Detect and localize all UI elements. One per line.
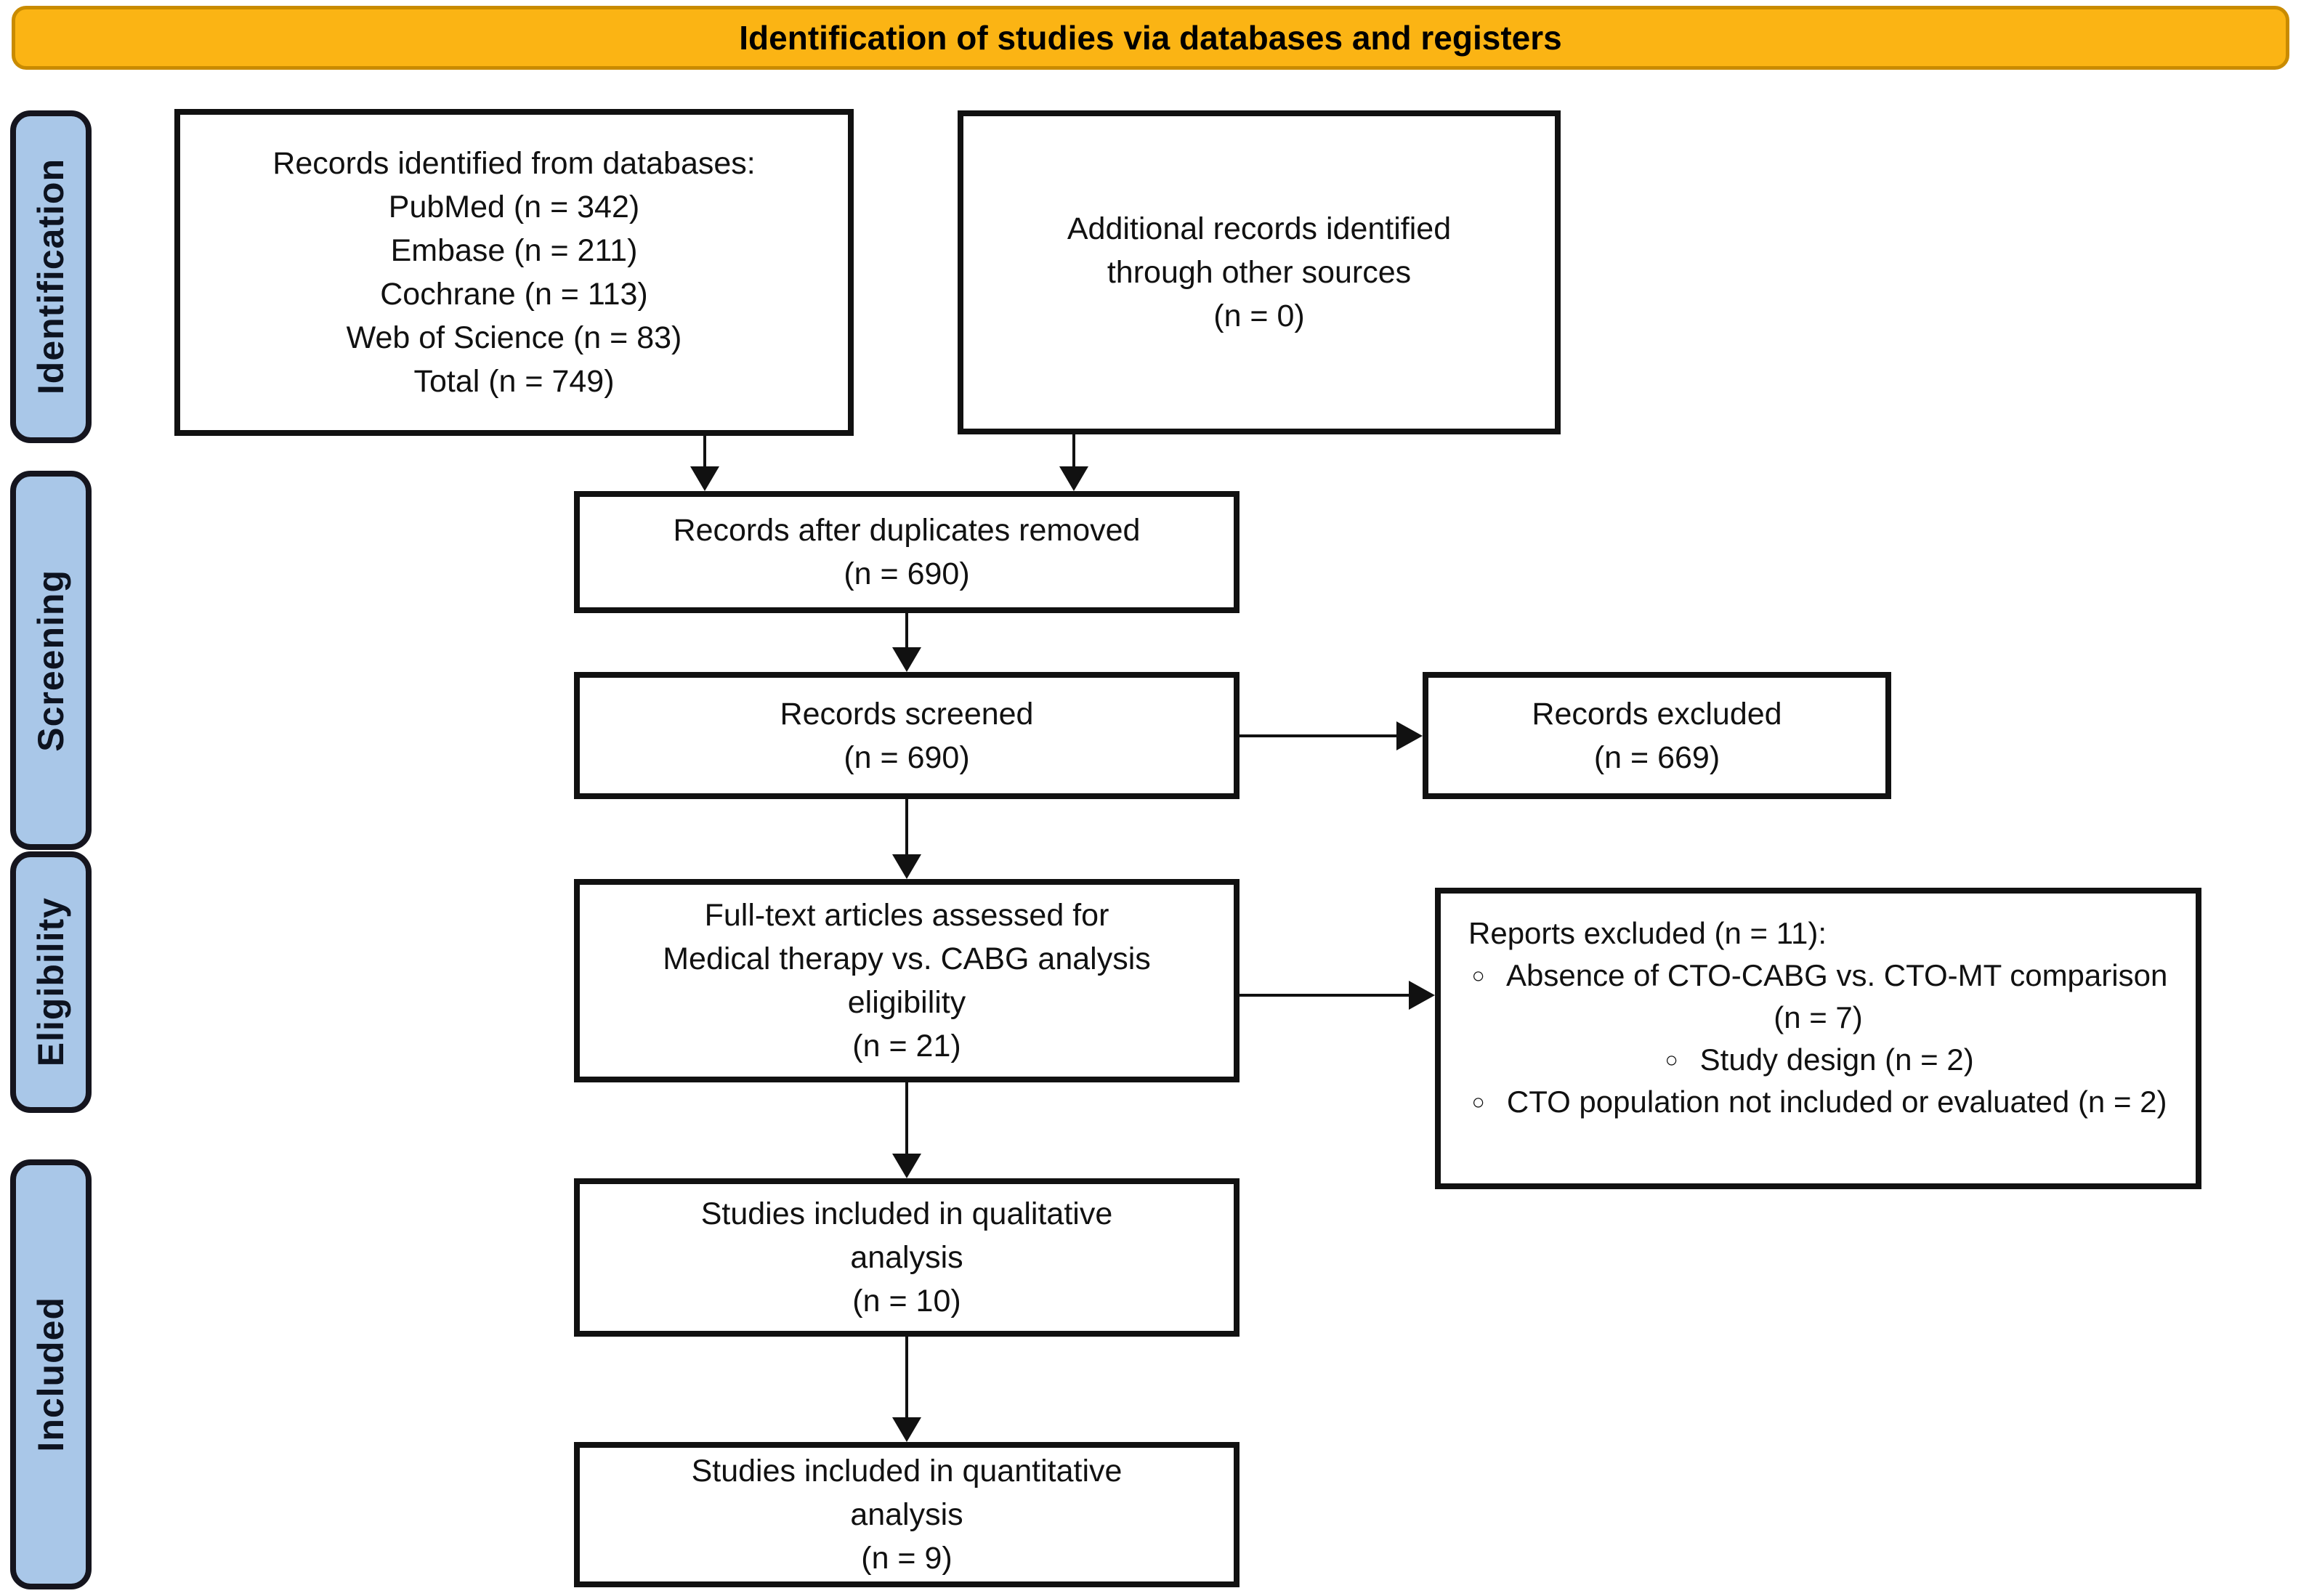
box-quantitative-analysis: Studies included in quantitative analysi… [574, 1442, 1240, 1587]
box-records-excluded-line: (n = 669) [1593, 740, 1720, 775]
stage-label-included-text: Included [31, 1297, 71, 1452]
box-records-excluded-line: Records excluded [1532, 696, 1782, 732]
box-reports-excluded-item: ○ CTO population not included or evaluate… [1468, 1081, 2168, 1123]
box-fulltext-assessed: Full-text articles assessed for Medical … [574, 879, 1240, 1082]
box-records-identified-line: Embase (n = 211) [390, 233, 638, 268]
arrow-qualitative-to-quantitative-line [905, 1337, 908, 1419]
box-records-identified-line: PubMed (n = 342) [388, 190, 640, 224]
stage-label-identification-text: Identification [31, 158, 71, 395]
circle-bullet-icon: ○ [1471, 963, 1485, 988]
box-qualitative-analysis-line: Studies included in qualitative [700, 1196, 1113, 1231]
box-fulltext-assessed-line: (n = 21) [852, 1029, 961, 1064]
arrow-screened-to-excluded-line [1240, 734, 1398, 737]
banner-title: Identification of studies via databases … [12, 6, 2289, 70]
arrow-fulltext-to-reports-excluded-line [1240, 994, 1410, 997]
arrow-identified-to-duplicates-head [690, 466, 719, 491]
arrow-other-sources-to-duplicates-head [1059, 466, 1088, 491]
box-fulltext-assessed-line: Medical therapy vs. CABG analysis [663, 941, 1151, 976]
box-records-excluded: Records excluded (n = 669) [1423, 672, 1891, 799]
box-qualitative-analysis: Studies included in qualitative analysis… [574, 1178, 1240, 1337]
box-reports-excluded-item-text: Absence of CTO-CABG vs. CTO-MT compariso… [1506, 958, 2168, 1034]
box-additional-records: Additional records identified through ot… [958, 110, 1561, 434]
stage-label-screening: Screening [10, 471, 92, 850]
box-records-identified-line: Cochrane (n = 113) [380, 277, 648, 312]
banner-title-text: Identification of studies via databases … [739, 19, 1562, 57]
box-records-screened-line: Records screened [780, 696, 1034, 732]
box-quantitative-analysis-line: Studies included in quantitative [691, 1454, 1123, 1488]
stage-label-eligibility-text: Eligibility [31, 897, 71, 1067]
box-records-identified: Records identified from databases: PubMe… [174, 109, 854, 436]
box-reports-excluded-item-text: Study design (n = 2) [1699, 1042, 1974, 1077]
circle-bullet-icon: ○ [1472, 1089, 1486, 1114]
box-records-screened: Records screened (n = 690) [574, 672, 1240, 799]
box-reports-excluded: Reports excluded (n = 11): ○ Absence of C… [1435, 888, 2201, 1189]
box-additional-records-line: (n = 0) [1213, 299, 1305, 333]
box-additional-records-line: through other sources [1107, 255, 1412, 290]
box-qualitative-analysis-line: analysis [850, 1240, 963, 1275]
arrow-fulltext-to-reports-excluded-head [1409, 981, 1435, 1010]
box-qualitative-analysis-line: (n = 10) [852, 1284, 961, 1318]
box-reports-excluded-item: ○ Study design (n = 2) [1468, 1039, 2168, 1081]
stage-label-identification: Identification [10, 110, 92, 443]
box-records-identified-line: Web of Science (n = 83) [346, 320, 682, 355]
box-quantitative-analysis-line: (n = 9) [861, 1541, 953, 1576]
stage-label-included: Included [10, 1159, 92, 1589]
box-duplicates-removed-line: Records after duplicates removed [673, 513, 1141, 548]
box-records-screened-line: (n = 690) [844, 740, 970, 775]
box-fulltext-assessed-line: Full-text articles assessed for [704, 898, 1109, 933]
arrow-other-sources-to-duplicates-line [1072, 434, 1075, 468]
arrow-duplicates-to-screened-line [905, 613, 908, 649]
arrow-fulltext-to-qualitative-head [892, 1154, 921, 1178]
arrow-identified-to-duplicates-line [703, 436, 706, 468]
box-fulltext-assessed-line: eligibility [847, 985, 966, 1020]
arrow-duplicates-to-screened-head [892, 647, 921, 672]
arrow-screened-to-fulltext-head [892, 854, 921, 879]
arrow-qualitative-to-quantitative-head [892, 1417, 921, 1442]
box-records-identified-line: Total (n = 749) [413, 364, 615, 399]
arrow-screened-to-fulltext-line [905, 799, 908, 856]
box-duplicates-removed: Records after duplicates removed (n = 69… [574, 491, 1240, 613]
box-duplicates-removed-line: (n = 690) [844, 556, 970, 591]
box-records-identified-line: Records identified from databases: [272, 146, 756, 181]
stage-label-screening-text: Screening [31, 569, 71, 752]
box-quantitative-analysis-line: analysis [850, 1497, 963, 1532]
box-reports-excluded-item: ○ Absence of CTO-CABG vs. CTO-MT comparis… [1468, 955, 2168, 1039]
circle-bullet-icon: ○ [1665, 1047, 1679, 1072]
stage-label-eligibility: Eligibility [10, 851, 92, 1113]
box-reports-excluded-title: Reports excluded (n = 11): [1468, 916, 1827, 950]
arrow-fulltext-to-qualitative-line [905, 1082, 908, 1155]
arrow-screened-to-excluded-head [1396, 721, 1423, 750]
box-additional-records-line: Additional records identified [1067, 211, 1452, 246]
box-reports-excluded-item-text: CTO population not included or evaluated… [1506, 1085, 2167, 1119]
